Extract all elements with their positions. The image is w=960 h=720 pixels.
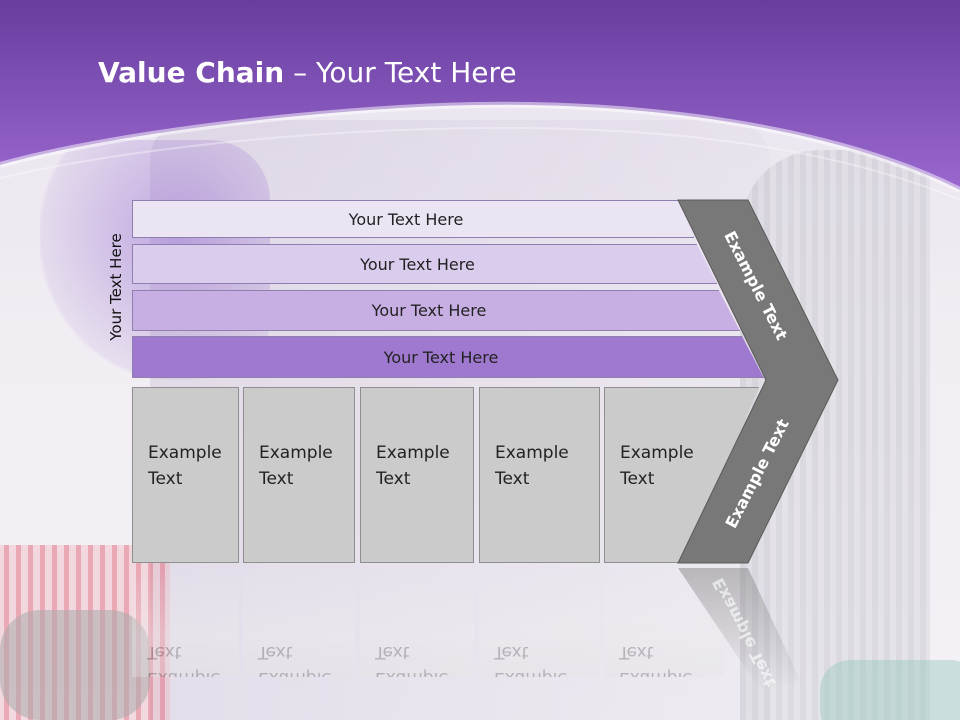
background-clothes <box>0 610 150 720</box>
value-bar-3-label: Your Text Here <box>371 301 487 320</box>
title-rest: – Your Text Here <box>284 56 517 89</box>
activity-box-4-line1: Example <box>495 443 569 463</box>
background-towel <box>820 660 960 720</box>
activity-box-1-line1: Example <box>148 443 222 463</box>
value-bar-2: Your Text Here <box>132 244 717 284</box>
activity-box-5-line2: Text <box>620 469 655 489</box>
header-band <box>0 0 960 200</box>
value-bar-1: Your Text Here <box>132 200 694 238</box>
value-bar-2-label: Your Text Here <box>360 254 475 274</box>
activity-box-3-line1: Example <box>376 443 450 463</box>
activity-box-2-line2: Text <box>259 469 294 489</box>
activity-box-5-line1: Example <box>620 443 694 463</box>
activity-box-2-line1: Example <box>259 443 333 463</box>
value-bar-3: Your Text Here <box>132 290 740 331</box>
value-bar-4: Your Text Here <box>132 336 764 378</box>
title-bold: Value Chain <box>98 56 285 89</box>
value-bar-1-label: Your Text Here <box>348 209 464 229</box>
activity-box-4-line2: Text <box>495 469 530 489</box>
activity-box-1-line2: Text <box>148 469 183 489</box>
value-bar-4-label: Your Text Here <box>383 347 499 367</box>
activity-box-3-line2: Text <box>376 469 411 489</box>
page-title: Value Chain – Your Text Here <box>98 56 517 89</box>
